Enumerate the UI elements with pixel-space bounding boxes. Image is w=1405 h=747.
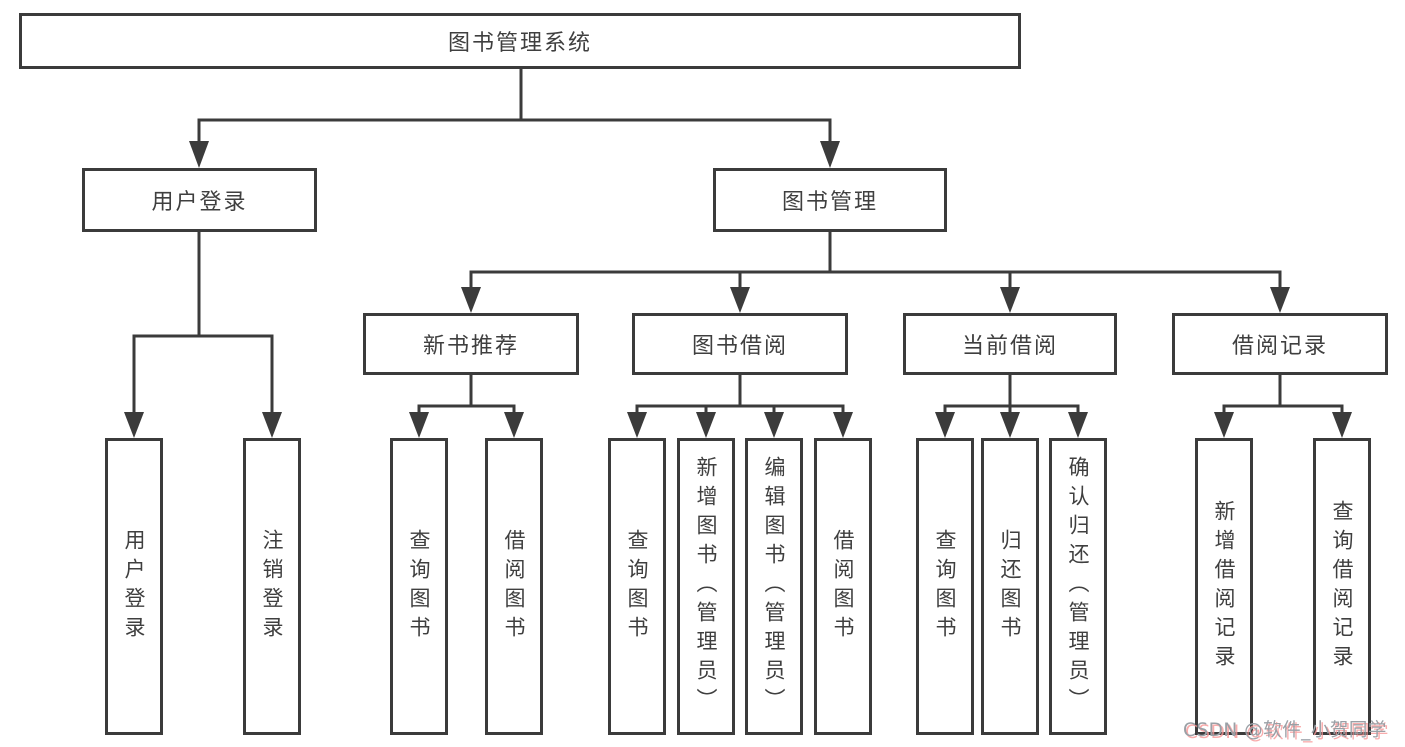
leaf-query-books-borrowing-label: 查询图书 (625, 528, 649, 645)
leaf-query-books-recommend-label: 查询图书 (407, 528, 431, 645)
leaf-confirm-return-admin-label: 确认归还（管理员） (1066, 456, 1090, 717)
leaf-add-books-admin-label: 新增图书（管理员） (694, 456, 718, 717)
node-root: 图书管理系统 (19, 13, 1021, 69)
leaf-confirm-return-admin: 确认归还（管理员） (1049, 438, 1107, 735)
leaf-query-books-borrowing: 查询图书 (608, 438, 666, 735)
node-book-borrowing: 图书借阅 (632, 313, 848, 375)
leaf-return-books: 归还图书 (981, 438, 1039, 735)
leaf-add-books-admin: 新增图书（管理员） (677, 438, 735, 735)
leaf-borrow-books: 借阅图书 (814, 438, 872, 735)
node-current-borrowing-label: 当前借阅 (961, 334, 1058, 359)
leaf-borrow-books-recommend-label: 借阅图书 (502, 528, 526, 645)
node-user-login: 用户登录 (82, 168, 317, 232)
leaf-add-borrow-record: 新增借阅记录 (1195, 438, 1253, 735)
leaf-query-books-current-label: 查询图书 (933, 528, 957, 645)
leaf-logout: 注销登录 (243, 438, 301, 735)
leaf-user-login-label: 用户登录 (122, 528, 146, 645)
watermark-text: CSDN @软件_小贺同学 (1183, 720, 1387, 741)
leaf-query-borrow-record: 查询借阅记录 (1313, 438, 1371, 735)
node-root-label: 图书管理系统 (447, 31, 592, 56)
leaf-logout-label: 注销登录 (260, 528, 284, 645)
node-new-book-recommendation: 新书推荐 (363, 313, 579, 375)
leaf-borrow-books-label: 借阅图书 (831, 528, 855, 645)
node-new-book-recommendation-label: 新书推荐 (422, 334, 519, 359)
leaf-edit-books-admin: 编辑图书（管理员） (745, 438, 803, 735)
node-book-management-label: 图书管理 (781, 190, 878, 215)
node-borrowing-records-label: 借阅记录 (1231, 334, 1328, 359)
node-borrowing-records: 借阅记录 (1172, 313, 1388, 375)
leaf-add-borrow-record-label: 新增借阅记录 (1212, 499, 1236, 674)
leaf-query-books-current: 查询图书 (916, 438, 974, 735)
node-book-management: 图书管理 (713, 168, 947, 232)
leaf-borrow-books-recommend: 借阅图书 (485, 438, 543, 735)
leaf-query-borrow-record-label: 查询借阅记录 (1330, 499, 1354, 674)
node-book-borrowing-label: 图书借阅 (691, 334, 788, 359)
node-user-login-label: 用户登录 (151, 190, 248, 215)
node-current-borrowing: 当前借阅 (903, 313, 1117, 375)
leaf-edit-books-admin-label: 编辑图书（管理员） (762, 456, 786, 717)
leaf-return-books-label: 归还图书 (998, 528, 1022, 645)
leaf-query-books-recommend: 查询图书 (390, 438, 448, 735)
leaf-user-login: 用户登录 (105, 438, 163, 735)
